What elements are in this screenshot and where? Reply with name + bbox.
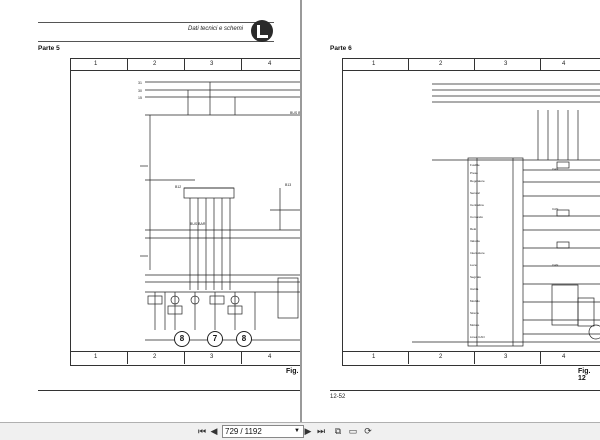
right-page: Parte 6 1 2 3 4 1 2 3 4: [302, 0, 600, 422]
marker-tag: 7: [207, 331, 223, 347]
column-number: 3: [210, 61, 214, 67]
svg-text:Comando: Comando: [470, 215, 483, 219]
column-number: 3: [504, 61, 508, 67]
page-gutter: [300, 0, 302, 422]
svg-text:Interruttore: Interruttore: [470, 251, 485, 255]
figure-label: Fig.: [286, 368, 299, 375]
skip-first-icon[interactable]: ⏮: [197, 426, 207, 436]
wiring-diagram: 31 30 15 B12 B13 BUS BAR BUS BAR: [138, 81, 300, 341]
svg-text:CAN: CAN: [552, 207, 558, 211]
prev-icon[interactable]: ◀: [210, 426, 218, 436]
svg-text:Valvola: Valvola: [470, 239, 480, 243]
part-label: Parte 6: [330, 45, 352, 52]
column-number: 1: [94, 61, 98, 67]
svg-text:CAN: CAN: [552, 167, 558, 171]
svg-text:Sirena: Sirena: [470, 311, 479, 315]
svg-text:Uscita: Uscita: [470, 287, 479, 291]
column-number: 4: [562, 354, 566, 360]
column-number: 1: [372, 354, 376, 360]
svg-text:30: 30: [138, 89, 142, 93]
next-icon[interactable]: ▶: [304, 426, 312, 436]
svg-text:Fusible: Fusible: [470, 163, 480, 167]
svg-text:CAN: CAN: [552, 263, 558, 267]
svg-text:Motore: Motore: [470, 323, 480, 327]
column-number: 4: [268, 354, 272, 360]
column-number: 2: [153, 354, 157, 360]
column-number: 4: [562, 61, 566, 67]
column-number: 2: [439, 61, 443, 67]
figure-label: Fig. 12: [578, 368, 591, 382]
column-number: 2: [153, 61, 157, 67]
column-number: 1: [372, 61, 376, 67]
svg-text:Centralina: Centralina: [470, 203, 484, 207]
total-pages: 1192: [244, 427, 262, 436]
skip-last-icon[interactable]: ⏭: [316, 426, 326, 436]
page-input[interactable]: 729/1192 ▼: [222, 425, 304, 438]
schematic-frame: [342, 58, 600, 366]
svg-text:Linea CAN: Linea CAN: [470, 335, 485, 339]
rotate-icon[interactable]: ⟳: [364, 426, 372, 436]
dropdown-icon[interactable]: ▼: [294, 428, 300, 434]
svg-text:31: 31: [138, 81, 142, 85]
svg-text:BUS BAR: BUS BAR: [290, 111, 300, 115]
page-header: Dati tecnici e schemi: [38, 22, 274, 42]
column-number: 2: [439, 354, 443, 360]
svg-text:Luce: Luce: [470, 263, 477, 267]
svg-text:B13: B13: [285, 183, 291, 187]
current-page: 729: [225, 427, 239, 436]
column-number: 3: [210, 354, 214, 360]
schematic-frame: [70, 58, 300, 366]
column-number: 4: [268, 61, 272, 67]
svg-text:15: 15: [138, 96, 142, 100]
svg-text:Modulo: Modulo: [470, 299, 480, 303]
part-label: Parte 5: [38, 45, 60, 52]
svg-text:Regolatore: Regolatore: [470, 179, 485, 183]
header-title: Dati tecnici e schemi: [188, 26, 244, 32]
viewer-toolbar: ⏮ ◀ 729/1192 ▼ ▶ ⏭ ⧉ ▭ ⟳: [0, 422, 600, 440]
marker-tag: 8: [174, 331, 190, 347]
column-number: 1: [94, 354, 98, 360]
svg-text:Prese: Prese: [470, 171, 478, 175]
svg-text:Segnale: Segnale: [470, 275, 481, 279]
page-separator: /: [240, 427, 243, 436]
marker-tag: 8: [236, 331, 252, 347]
brand-logo: [251, 20, 273, 42]
svg-text:Relè: Relè: [470, 227, 477, 231]
column-number: 3: [504, 354, 508, 360]
two-page-icon[interactable]: ▭: [348, 426, 358, 436]
svg-text:BUS BAR: BUS BAR: [190, 222, 206, 226]
svg-text:B12: B12: [175, 185, 181, 189]
fit-page-icon[interactable]: ⧉: [334, 426, 342, 436]
left-page: Dati tecnici e schemi Parte 5 1 2 3 4 1 …: [0, 0, 300, 422]
svg-text:Sensori: Sensori: [470, 191, 481, 195]
page-number: 12-52: [330, 394, 346, 400]
